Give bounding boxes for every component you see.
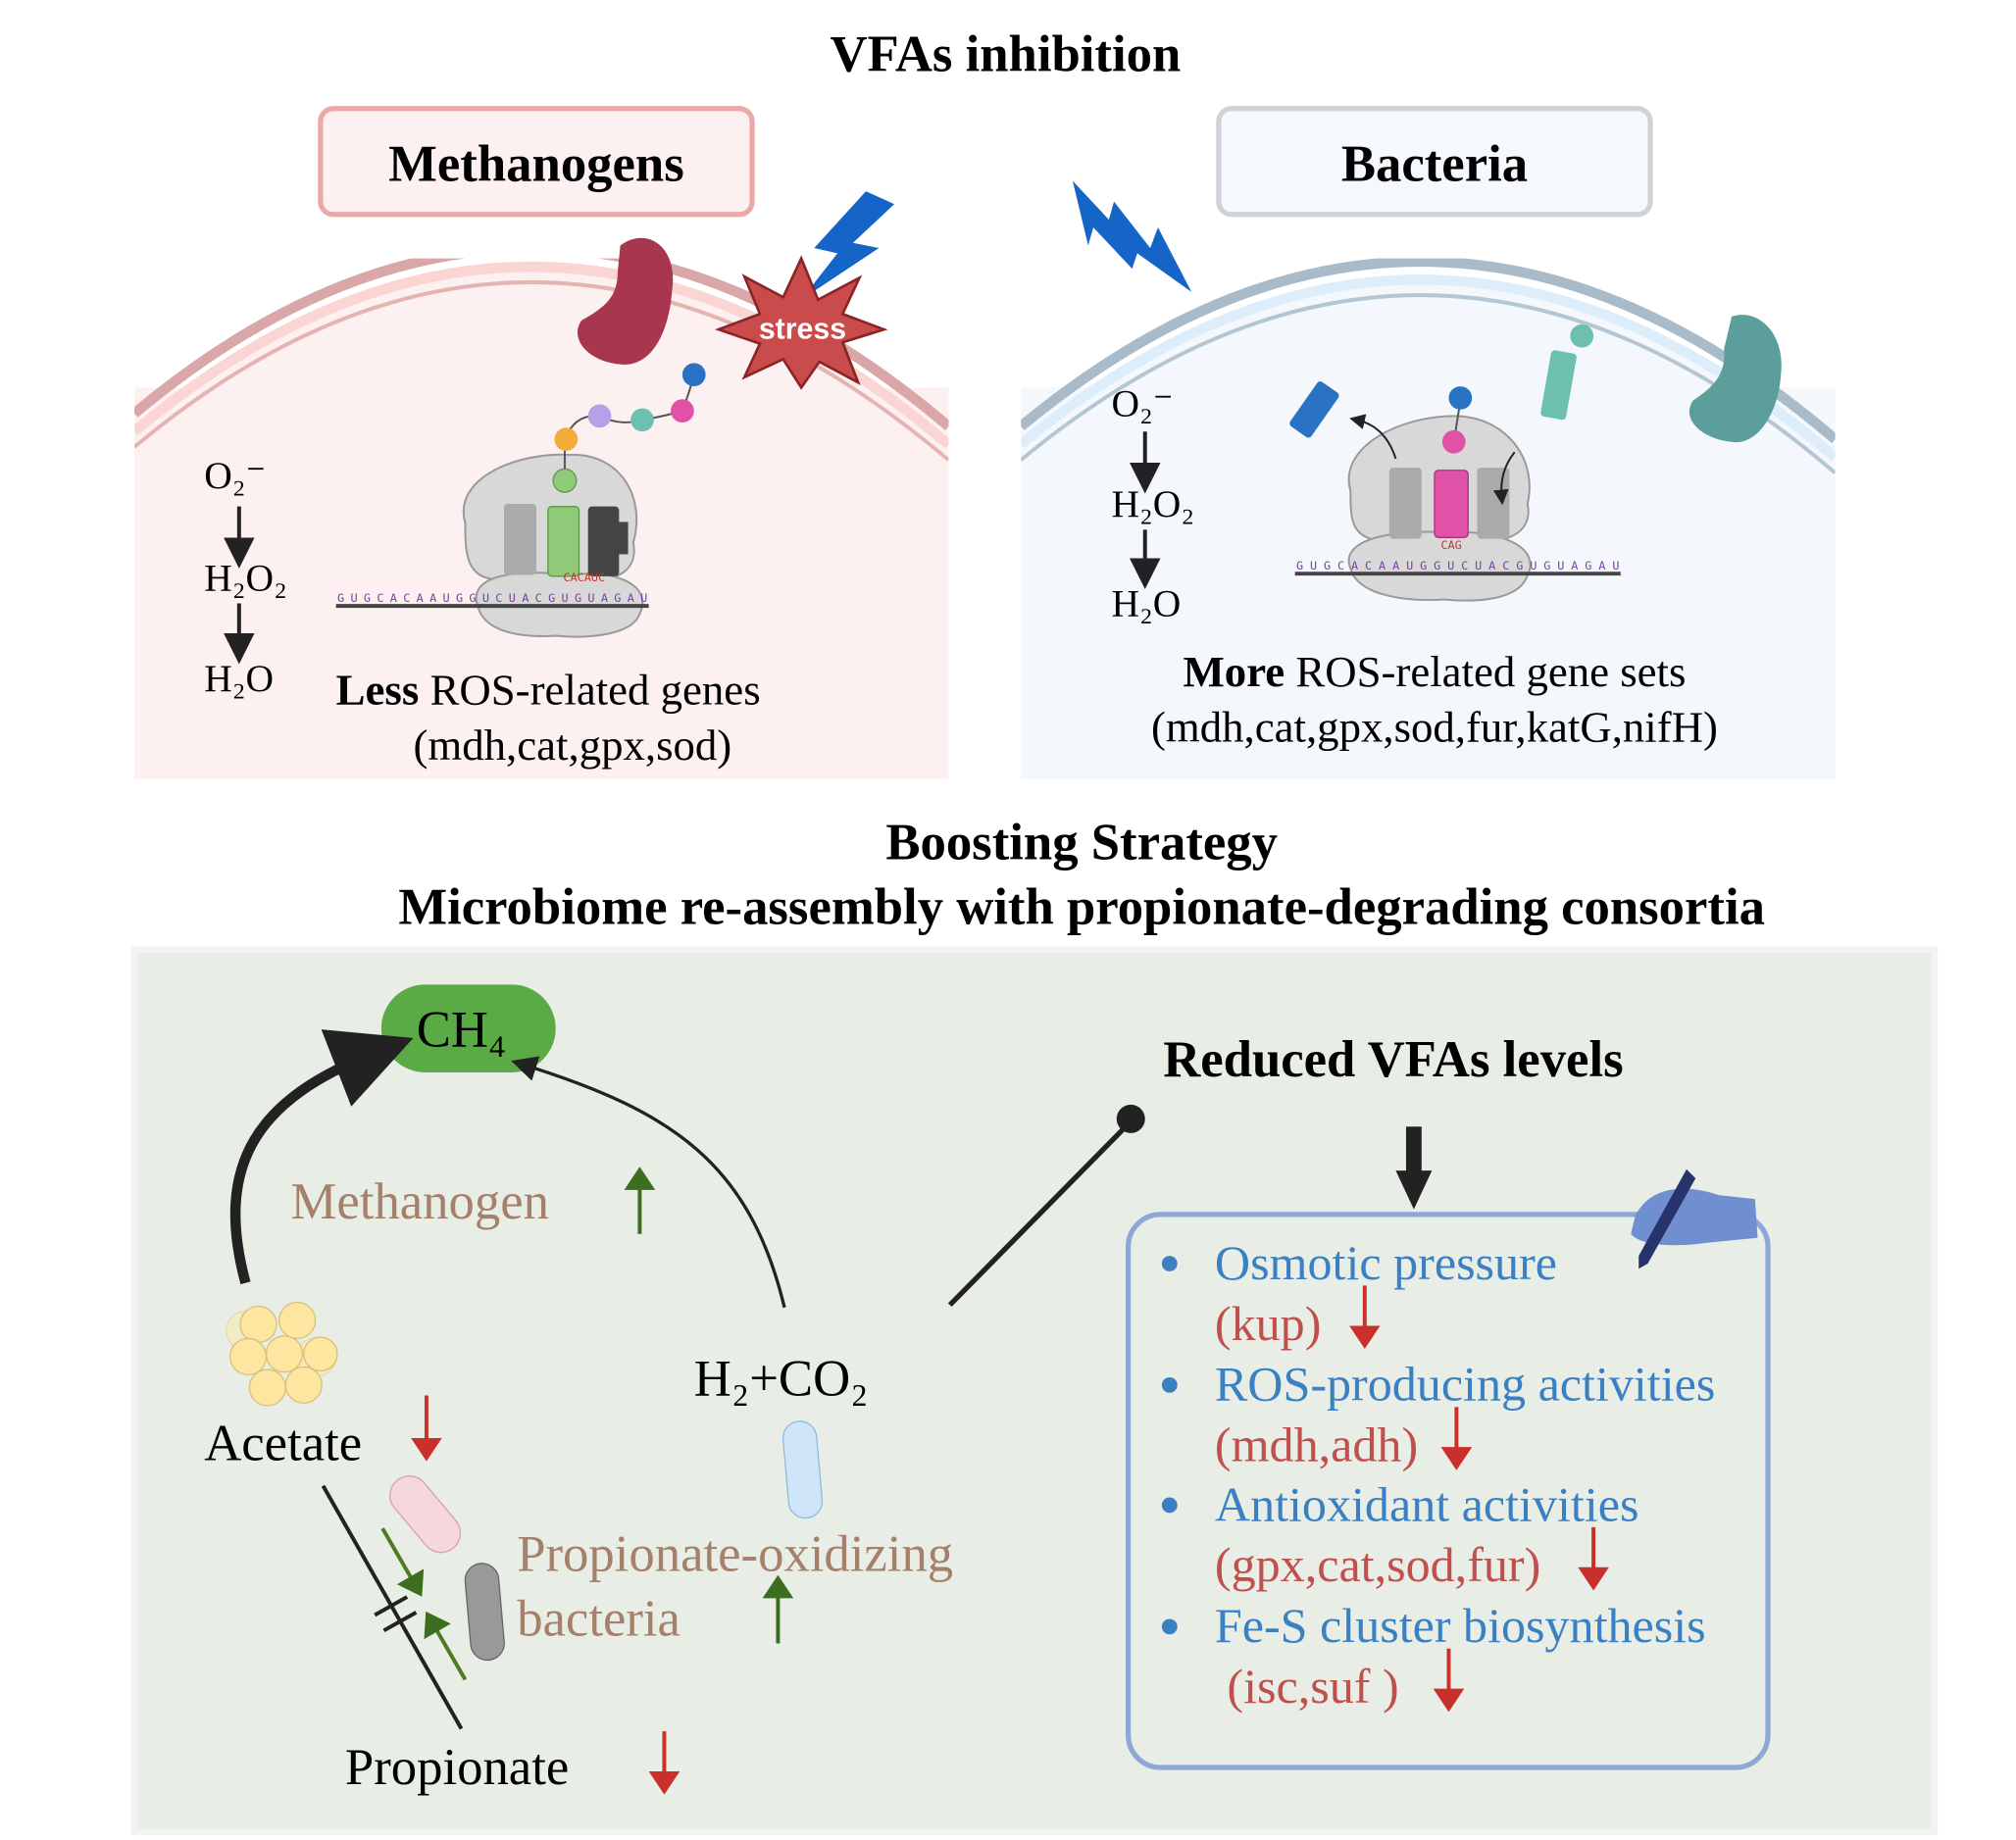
inhibition-line xyxy=(947,1121,1131,1308)
effects-box xyxy=(1125,1212,1771,1770)
effect-genes: (gpx,cat,sod,fur) xyxy=(1215,1537,1540,1592)
bullet xyxy=(1161,1376,1178,1393)
superoxide-label: O₂⁻ xyxy=(1111,381,1173,424)
effect-genes: (mdh,adh) xyxy=(1215,1417,1418,1472)
ribosome-translation-icon: GUGCACAAUGGUCUACGUGUAGAU CACAUC xyxy=(335,363,706,638)
lightning-icon xyxy=(801,191,895,300)
acetate-to-methane-arrow xyxy=(229,1029,414,1285)
methanogens-label: Methanogens xyxy=(388,136,684,193)
membrane-protein-icon xyxy=(577,237,674,365)
more-emphasis: More xyxy=(1184,647,1285,696)
genes-caption: ROS-related genes xyxy=(419,665,760,714)
bacteria-label: Bacteria xyxy=(1341,136,1528,193)
bacteria-gene-list: (mdh,cat,gpx,sod,fur,katG,nifH) xyxy=(1151,703,1718,752)
hydrogen-peroxide-label: H₂O₂ xyxy=(1111,482,1194,525)
conversion-arrow-icon xyxy=(380,1527,425,1597)
strategy-subtitle: Microbiome re-assembly with propionate-d… xyxy=(398,878,1765,935)
bullet xyxy=(1161,1497,1178,1514)
acetate-label: Acetate xyxy=(204,1415,362,1471)
genes-caption: ROS-related gene sets xyxy=(1285,647,1686,696)
stress-burst-icon xyxy=(714,255,888,390)
stress-label: stress xyxy=(759,313,846,345)
methane-label: CH₄ xyxy=(417,1002,507,1059)
effect-item: Osmotic pressure (kup) xyxy=(1161,1235,1557,1351)
methanogen-gene-list: (mdh,cat,gpx,sod) xyxy=(414,721,732,770)
superoxide-label: O₂⁻ xyxy=(204,454,266,497)
effect-item: Antioxidant activities (gpx,cat,sod,fur) xyxy=(1161,1476,1639,1592)
effect-label: Osmotic pressure xyxy=(1215,1235,1557,1290)
ribosome-translation-icon: GUGCACAAUGGUCUACGUGUAGAU CAG xyxy=(1289,323,1621,602)
bacterium-icon xyxy=(781,1420,824,1519)
effect-label: Antioxidant activities xyxy=(1215,1476,1639,1531)
effects-list: Osmotic pressure (kup) ROS-producing activ… xyxy=(1161,1235,1715,1714)
conversion-arrow-icon xyxy=(424,1611,468,1681)
propionate-label: Propionate xyxy=(345,1739,569,1796)
more-ros-genes-text: More ROS-related gene sets xyxy=(1184,647,1687,696)
membrane-protein-icon xyxy=(1688,315,1782,443)
methanogen-label: Methanogen xyxy=(291,1173,549,1230)
less-emphasis: Less xyxy=(336,665,420,714)
effect-label: Fe-S cluster biosynthesis xyxy=(1215,1598,1706,1653)
down-arrow-head xyxy=(1395,1170,1433,1210)
title: VFAs inhibition xyxy=(830,25,1181,82)
writing-hand-icon xyxy=(1631,1169,1758,1269)
methanogens-label-box xyxy=(318,106,755,218)
bacteria-label-box xyxy=(1216,106,1653,218)
bacterium-icon xyxy=(389,1475,462,1554)
inhibition-end-dot xyxy=(1116,1104,1145,1133)
effect-label: ROS-producing activities xyxy=(1215,1357,1715,1412)
acetate-molecule-cluster-icon xyxy=(225,1301,338,1407)
bacterium-icon xyxy=(464,1563,505,1662)
water-label: H₂O xyxy=(1111,582,1181,625)
bullet xyxy=(1161,1256,1178,1271)
effect-item: Fe-S cluster biosynthesis (isc,suf ) xyxy=(1161,1598,1706,1714)
lightning-icon xyxy=(1072,180,1192,292)
codon-sequence: CACAUC xyxy=(563,571,605,584)
less-ros-genes-text: Less ROS-related genes xyxy=(336,665,761,714)
h2co2-to-methane-arrow xyxy=(511,1056,786,1309)
propionate-oxidizing-label: Propionate-oxidizing xyxy=(517,1526,953,1583)
bacteria-label-bottom: bacteria xyxy=(517,1591,680,1648)
effect-genes: (isc,suf ) xyxy=(1215,1659,1399,1714)
down-arrow-icon xyxy=(1405,1126,1422,1173)
reduced-vfas-title: Reduced VFAs levels xyxy=(1163,1031,1623,1088)
water-label: H₂O xyxy=(204,657,274,700)
reversible-bar xyxy=(382,1611,418,1633)
codon-sequence: CAG xyxy=(1440,538,1461,552)
strategy-title: Boosting Strategy xyxy=(885,814,1278,870)
bullet xyxy=(1161,1618,1178,1635)
methane-pill xyxy=(380,984,556,1072)
effect-item: ROS-producing activities(mdh,adh) xyxy=(1161,1357,1715,1472)
reversible-bar xyxy=(374,1595,409,1617)
hydrogen-peroxide-label: H₂O₂ xyxy=(204,556,287,599)
effect-genes: (kup) xyxy=(1215,1296,1321,1351)
h2co2-label: H₂+CO₂ xyxy=(694,1350,869,1407)
